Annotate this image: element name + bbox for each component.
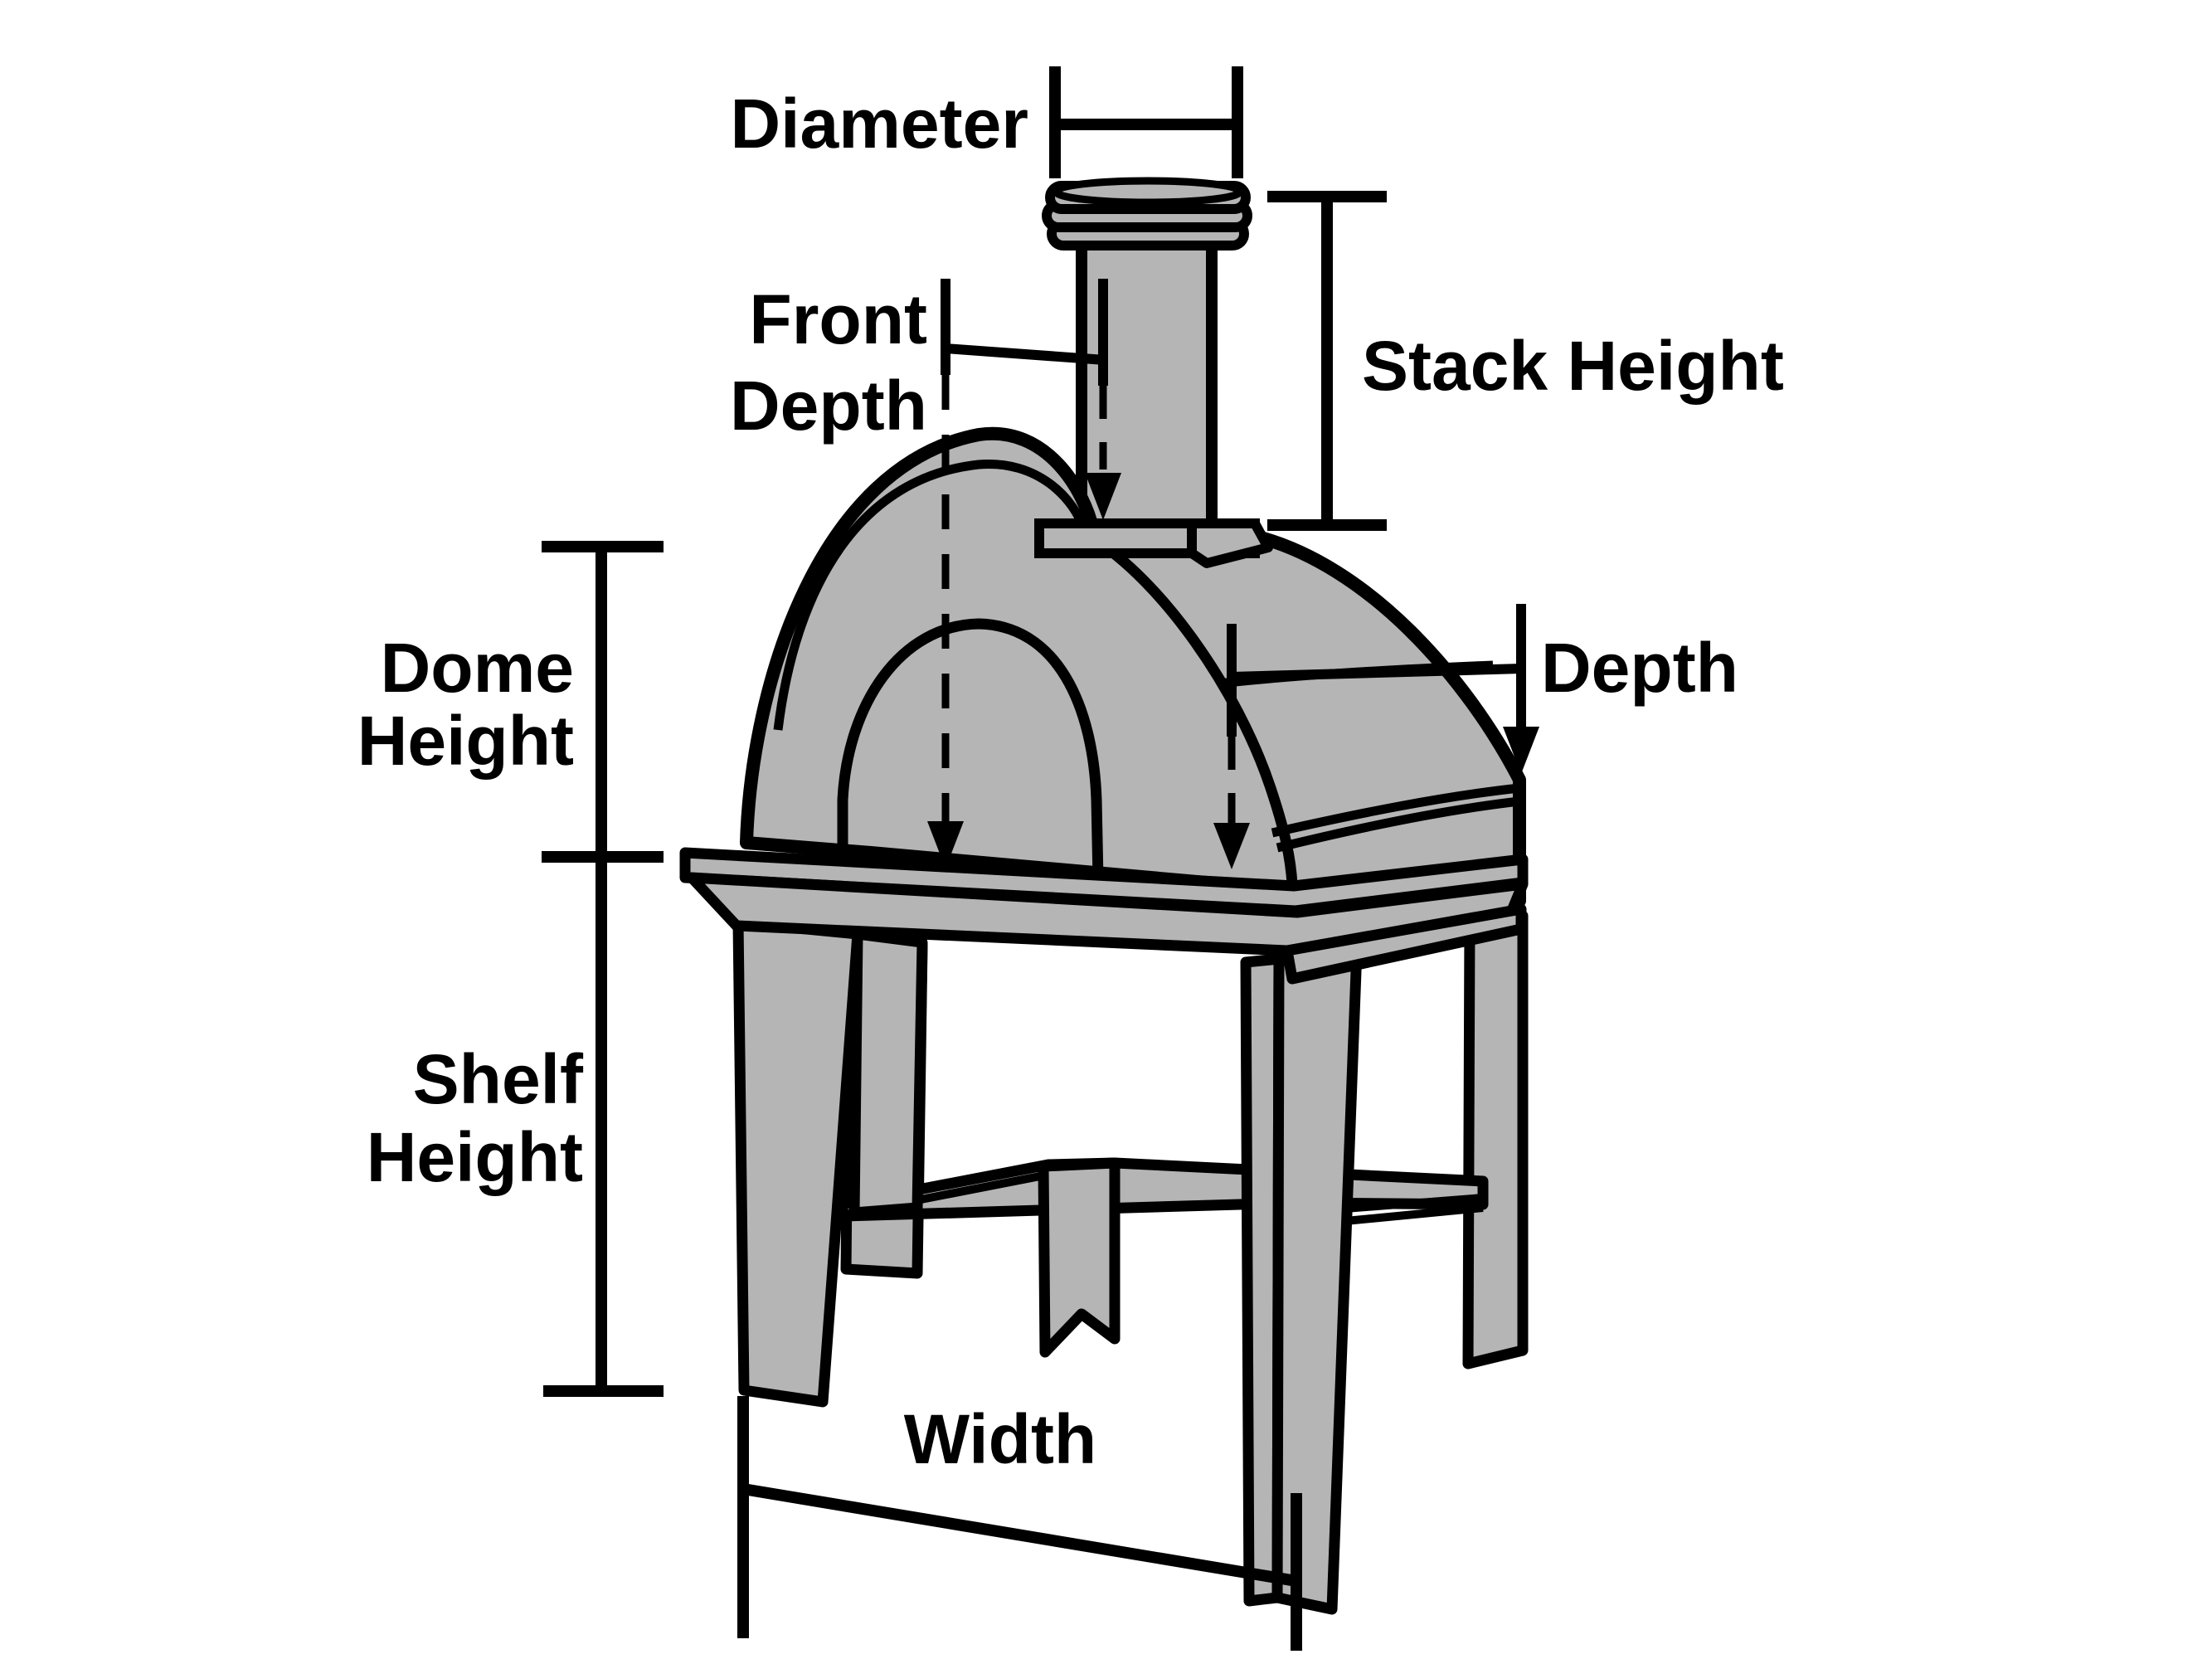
depth-label: Depth <box>1541 629 1738 707</box>
front-left-leg <box>732 917 863 1408</box>
dome-band-line-lower-1 <box>1271 783 1520 838</box>
dome-front-rim-line <box>773 459 1090 731</box>
stack-height-dimension: Stack Height <box>1267 191 1784 531</box>
front-left-leg-side <box>848 928 928 1219</box>
chimney-center-reference <box>1085 279 1121 520</box>
shelf-height-label-line-2: Height <box>367 1118 583 1196</box>
chimney-cap <box>1042 177 1252 251</box>
arrow-down-front-depth <box>927 821 964 868</box>
shelf-height-label-line-1: Shelf <box>413 1040 584 1118</box>
counter-right-apron <box>1281 903 1527 985</box>
arrow-down-dome-back <box>1503 727 1539 774</box>
dome-height-label-line-1: Dome <box>381 629 574 707</box>
dome-band-line-lower-2 <box>1276 796 1520 853</box>
oven-mouth-arch <box>837 618 1104 880</box>
arrow-down-chimney-base <box>1085 473 1121 520</box>
front-right-leg <box>1271 943 1363 1615</box>
back-right-leg <box>1462 910 1529 1370</box>
depth-dimension: Depth <box>1213 604 1738 869</box>
front-depth-dimension: Front Depth <box>730 279 1106 868</box>
shelf-height-dimension: Shelf Height <box>367 857 664 1397</box>
front-depth-label-line-1: Front <box>749 280 927 358</box>
dimension-annotations: Diameter Front Depth Stack Height <box>357 66 1784 1651</box>
back-center-leg-foot <box>1038 1157 1121 1358</box>
oven-stand <box>732 910 1529 1615</box>
width-label: Width <box>904 1400 1096 1478</box>
chimney-stack <box>1042 177 1252 537</box>
front-depth-label-line-2: Depth <box>730 367 927 445</box>
width-dimension: Width <box>737 1396 1302 1651</box>
chimney-base-plate <box>1034 518 1273 568</box>
stack-height-label: Stack Height <box>1362 327 1784 405</box>
dome-height-label-line-2: Height <box>357 702 574 780</box>
dome-height-dimension: Dome Height <box>357 541 664 863</box>
diameter-dimension: Diameter <box>730 66 1243 178</box>
counter-landing <box>679 847 1529 985</box>
diameter-label: Diameter <box>730 85 1028 163</box>
arrow-down-dome-front <box>1213 823 1250 869</box>
